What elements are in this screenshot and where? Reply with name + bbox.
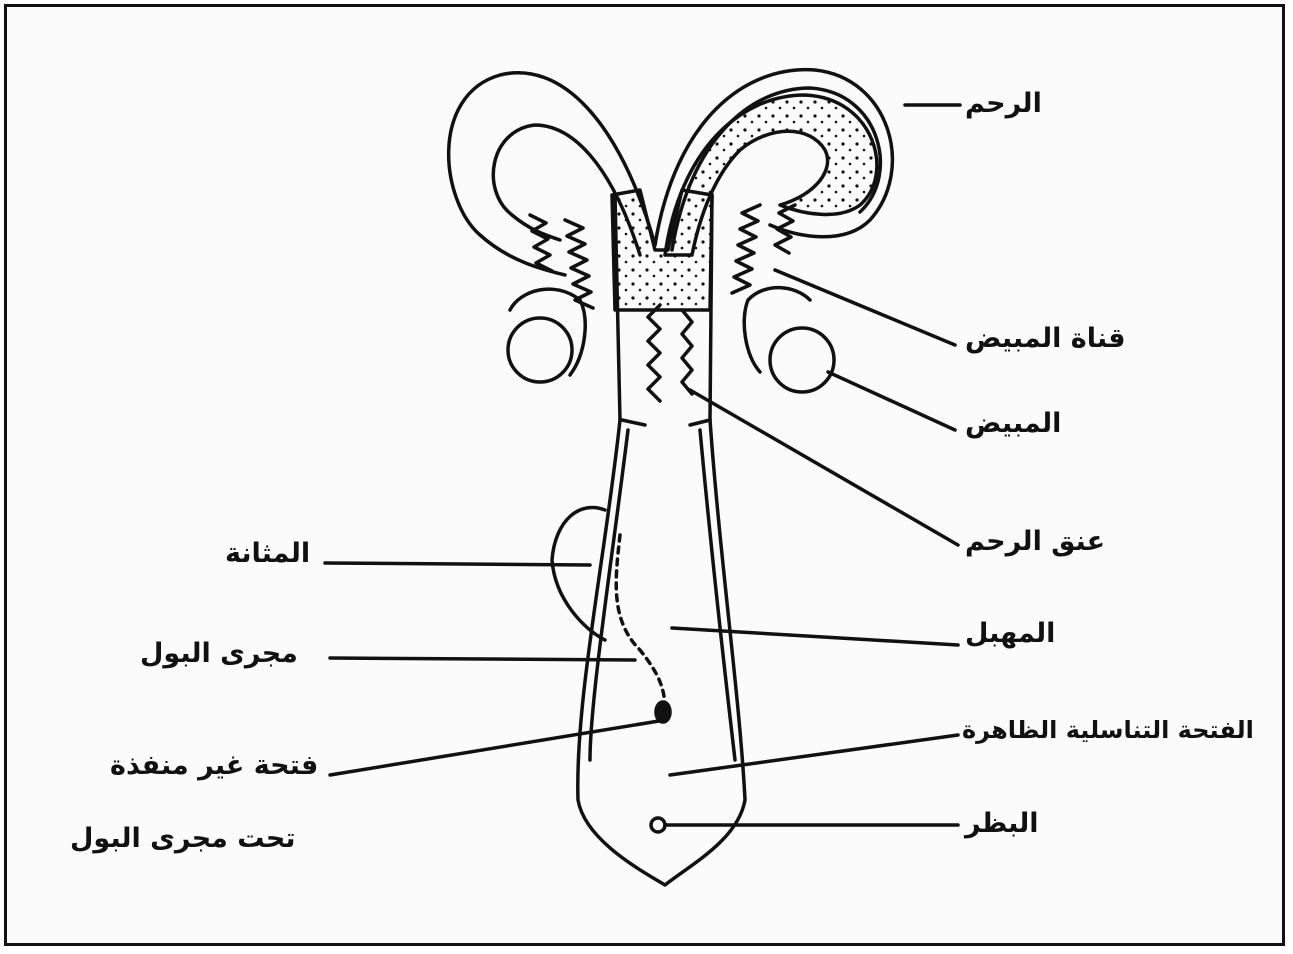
label-blind-opening-line2: تحت مجرى البول (70, 825, 295, 852)
right-oviduct (732, 205, 760, 293)
label-uterus: الرحم (965, 90, 1042, 117)
vagina-inner-right (700, 430, 735, 760)
label-urethra: مجرى البول (140, 640, 298, 667)
label-clitoris: البظر (965, 810, 1039, 837)
label-blind-opening-line1: فتحة غير منفذة (110, 752, 318, 779)
label-bladder: المثانة (225, 540, 310, 567)
clitoris (651, 818, 665, 832)
urethra (616, 535, 665, 710)
left-oviduct-inner (530, 215, 552, 271)
bladder (552, 507, 605, 640)
label-vulva: الفتحة التناسلية الظاهرة (962, 718, 1254, 742)
label-oviduct: قناة المبيض (965, 325, 1126, 352)
cervix-folds-right (682, 310, 692, 394)
cervix-folds (648, 305, 660, 401)
left-ovary (508, 318, 572, 382)
label-cervix: عنق الرحم (965, 528, 1105, 555)
vagina (578, 420, 745, 885)
left-ovary-bursa (510, 289, 585, 375)
right-ovary (770, 328, 834, 392)
label-ovary: المبيض (965, 410, 1061, 437)
label-vagina: المهبل (965, 620, 1055, 647)
